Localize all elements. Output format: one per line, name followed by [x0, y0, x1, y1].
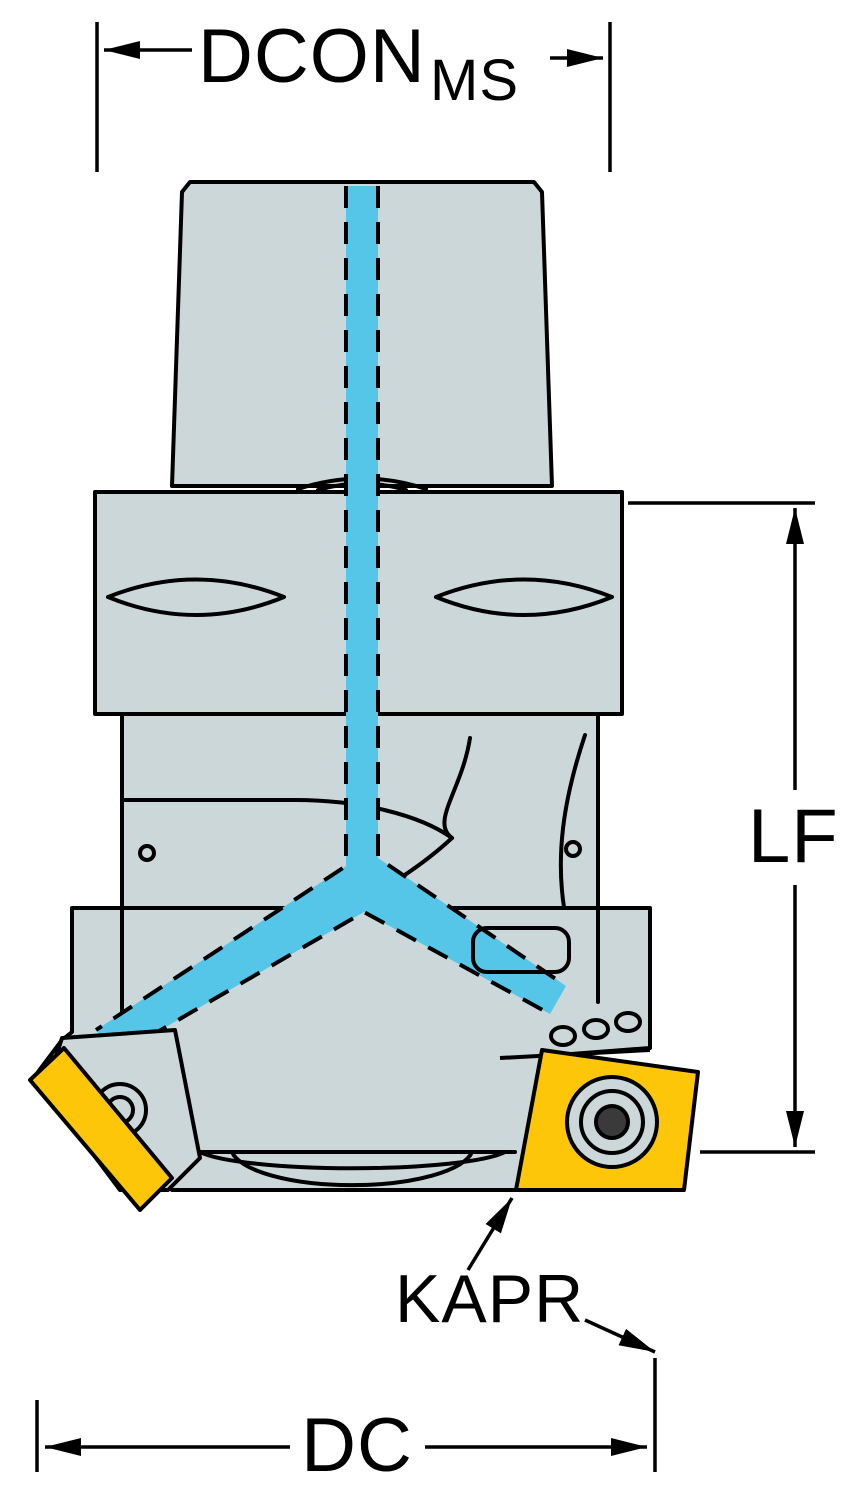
pocket-window [471, 926, 571, 974]
seat-hole-3 [614, 1011, 642, 1033]
seat-hole-2 [582, 1018, 610, 1040]
dowel-dot-right [564, 840, 582, 858]
coolant-dashed-edge-right [376, 186, 568, 988]
coolant-channel [94, 186, 568, 1058]
coolant-dashed-edge-left [94, 186, 348, 1032]
seat-hole-1 [549, 1025, 577, 1047]
bottom-dome-arc-outer [198, 1150, 507, 1171]
flute-edge-top [442, 736, 472, 840]
kapr-leader-arrow [466, 1197, 514, 1271]
dimension-label-dcon-subscript: MS [430, 48, 519, 113]
dimension-label-dcon: DCON [198, 14, 426, 99]
inserts [28, 1046, 700, 1212]
flute-edge-right [558, 733, 587, 930]
coolant-channel-y [96, 186, 566, 1056]
kapr-angle-arrow [584, 1318, 656, 1354]
dowel-dot-left [138, 844, 156, 862]
bottom-dome-arc-inner [230, 1150, 474, 1188]
dimension-label-dc: DC [301, 1403, 413, 1488]
dimension-labels: DCON MS LF KAPR DC [198, 14, 839, 1488]
insert-screw-center [594, 1104, 630, 1140]
insert-left [28, 1046, 174, 1212]
dimension-label-lf: LF [748, 794, 839, 879]
drive-slot-right [434, 577, 614, 617]
dimension-lines [35, 22, 815, 1472]
angle-label-kapr: KAPR [395, 1261, 584, 1337]
drive-slot-left [106, 577, 286, 617]
